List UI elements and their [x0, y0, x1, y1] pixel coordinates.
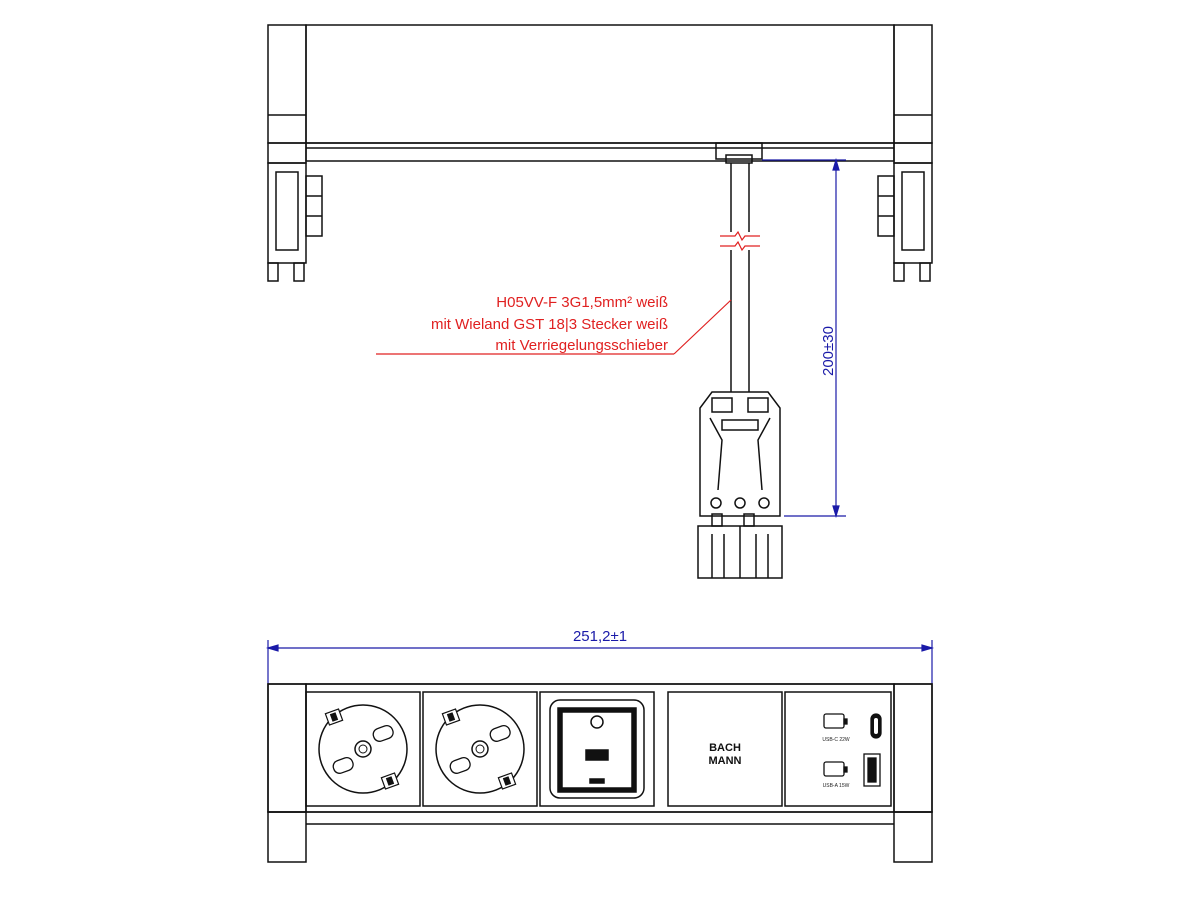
cable-note-line2: mit Wieland GST 18|3 Stecker weiß	[431, 316, 668, 333]
height-dimension	[762, 157, 846, 519]
cable-note-line1: H05VV-F 3G1,5mm² weiß	[496, 294, 668, 311]
brand-logo-line2: MANN	[709, 755, 742, 767]
cable-note-line3: mit Verriegelungsschieber	[495, 337, 668, 354]
schuko-socket-1	[318, 704, 408, 794]
wieland-connector	[697, 391, 783, 579]
top-frame	[267, 24, 933, 282]
usb-a-label: USB-A 15W	[823, 783, 850, 789]
schuko-socket-2	[435, 704, 525, 794]
width-dimension-label: 251,2±1	[573, 628, 627, 645]
front-housing	[267, 683, 933, 863]
cable-break-marks	[720, 230, 760, 252]
height-dimension-label: 200±30	[820, 326, 837, 376]
brand-logo-line1: BACH	[709, 742, 741, 754]
power-switch	[549, 699, 645, 799]
cable	[730, 163, 750, 392]
cable-note-leader	[376, 299, 732, 355]
width-dimension	[265, 640, 935, 684]
usb-c-label: USB-C 22W	[822, 737, 850, 743]
usb-module	[823, 713, 882, 787]
